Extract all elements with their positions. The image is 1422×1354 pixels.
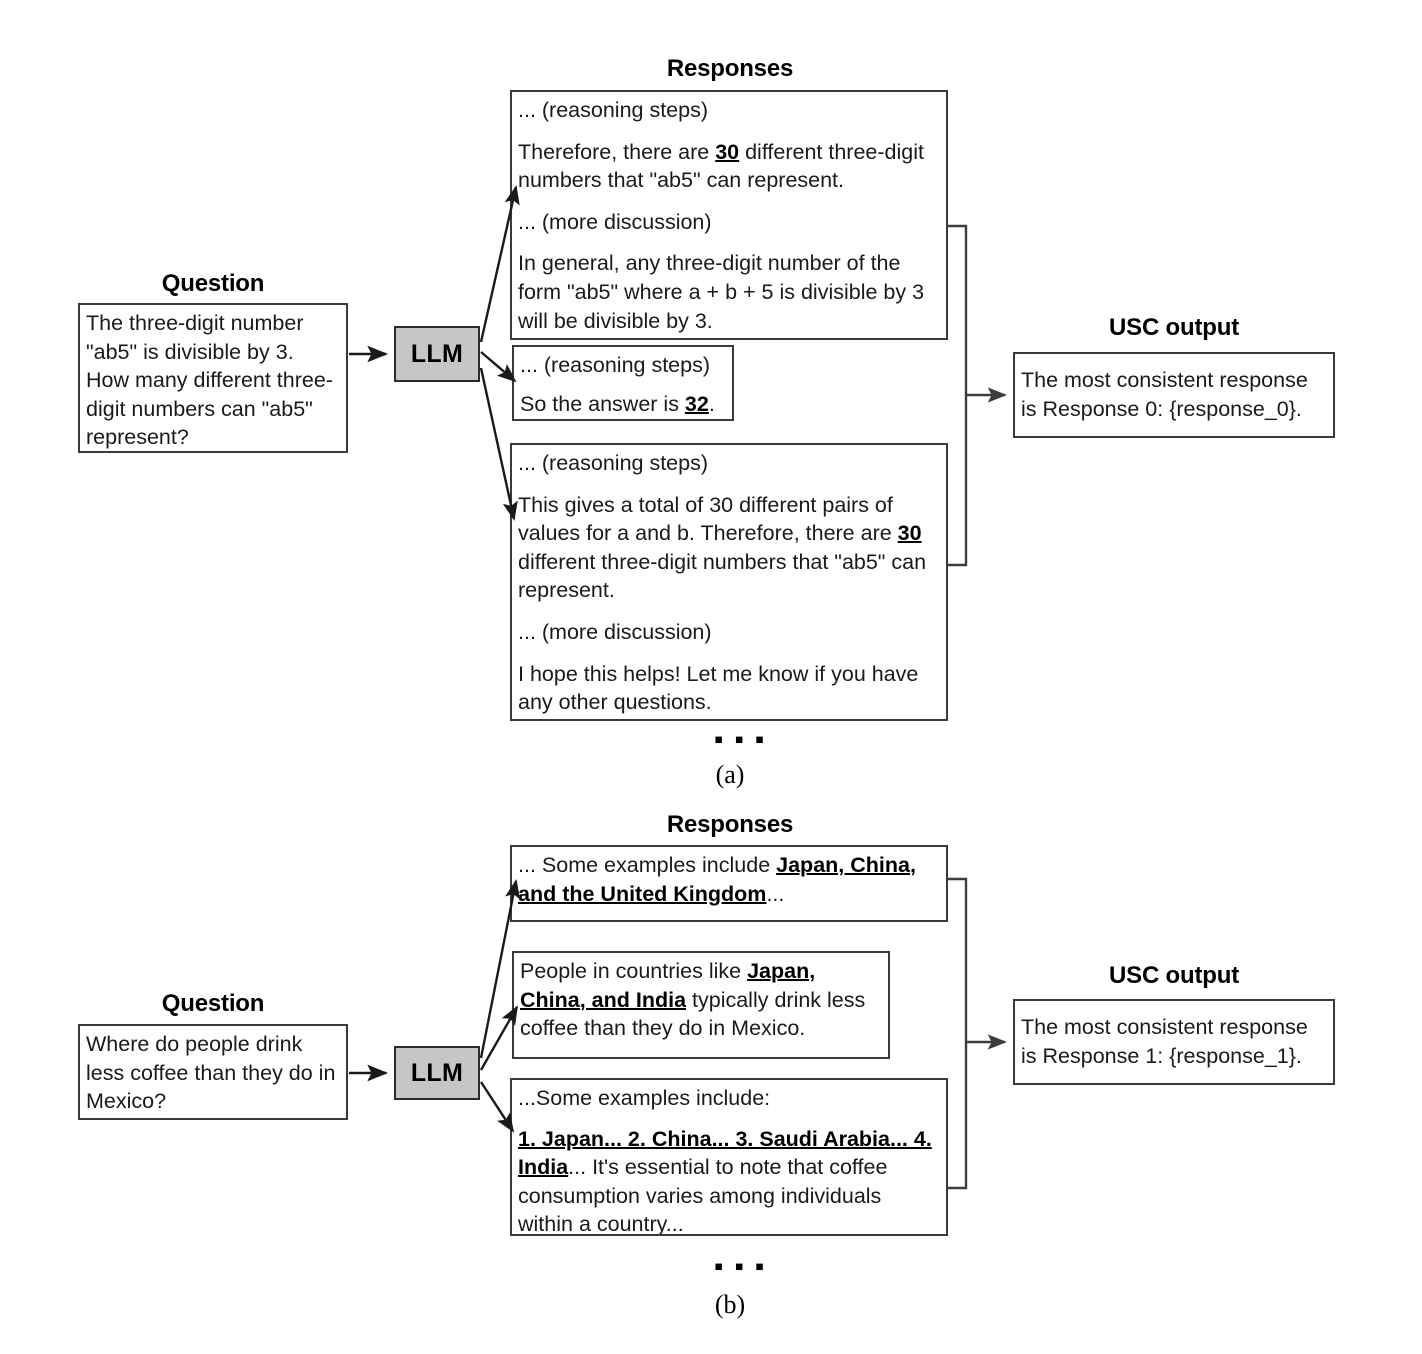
usc-output-header-b: USC output <box>1109 962 1239 989</box>
response-line: ... (reasoning steps) <box>518 451 709 475</box>
responses-header-b: Responses <box>666 811 794 838</box>
response-line: In general, any three-digit number of th… <box>518 251 925 333</box>
responses-ellipsis-b: ▪ ▪ ▪ <box>714 1251 767 1281</box>
response-line: I hope this helps! Let me know if you ha… <box>518 661 919 715</box>
question-box-a: The three-digit number "ab5" is divisibl… <box>78 303 348 453</box>
question-text-b: Where do people drink less coffee than t… <box>86 1032 336 1114</box>
response-line: People in countries like Japan, China, a… <box>520 959 866 1041</box>
response-box-b-1: People in countries like Japan, China, a… <box>512 951 890 1059</box>
response-box-a-0: ... (reasoning steps) Therefore, there a… <box>510 90 948 340</box>
response-box-b-0: ... Some examples include Japan, China, … <box>510 845 948 922</box>
response-line: ... (reasoning steps) <box>520 353 711 377</box>
response-line: ...Some examples include: <box>518 1086 771 1110</box>
response-line: ... (more discussion) <box>518 619 712 644</box>
question-header-a: Question <box>161 270 265 297</box>
response-line: ... Some examples include Japan, China, … <box>518 853 916 906</box>
usc-output-text-b: The most consistent response is Response… <box>1021 1015 1308 1068</box>
response-line: This gives a total of 30 different pairs… <box>518 492 927 603</box>
response-box-a-1: ... (reasoning steps) So the answer is 3… <box>512 345 734 421</box>
usc-output-box-b: The most consistent response is Response… <box>1013 999 1335 1085</box>
response-box-b-2: ...Some examples include: 1. Japan... 2.… <box>510 1078 948 1236</box>
panel-label-b: (b) <box>714 1290 746 1319</box>
question-header-b: Question <box>161 990 265 1017</box>
response-line: Therefore, there are 30 different three-… <box>518 139 924 193</box>
usc-output-header-a: USC output <box>1109 314 1239 341</box>
response-line: ... (more discussion) <box>518 209 712 234</box>
response-line: ... (reasoning steps) <box>518 98 709 122</box>
bracket-responses-b <box>948 877 968 1190</box>
response-line: So the answer is 32. <box>520 391 715 416</box>
llm-box-a: LLM <box>394 326 480 382</box>
usc-output-box-a: The most consistent response is Response… <box>1013 352 1335 438</box>
question-text-a: The three-digit number "ab5" is divisibl… <box>86 311 333 450</box>
question-box-b: Where do people drink less coffee than t… <box>78 1024 348 1120</box>
responses-header-a: Responses <box>666 55 794 82</box>
usc-output-text-a: The most consistent response is Response… <box>1021 368 1308 421</box>
bracket-responses-a <box>948 224 968 567</box>
panel-label-a: (a) <box>715 760 745 789</box>
response-box-a-2: ... (reasoning steps) This gives a total… <box>510 443 948 721</box>
llm-box-b: LLM <box>394 1046 480 1100</box>
responses-ellipsis-a: ▪ ▪ ▪ <box>714 724 767 754</box>
arrow-llm-to-response-b-2 <box>479 1081 515 1133</box>
response-line: 1. Japan... 2. China... 3. Saudi Arabia.… <box>518 1126 932 1236</box>
arrow-llm-to-response-a-1 <box>480 351 517 383</box>
